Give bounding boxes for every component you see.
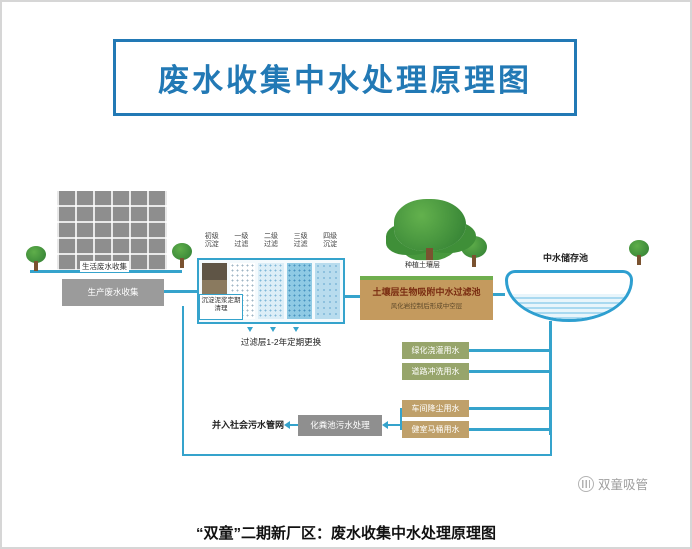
arrow-down-icon bbox=[293, 327, 299, 332]
tree-crown bbox=[629, 240, 649, 257]
arrow-down-icon bbox=[247, 327, 253, 332]
domestic-wastewater-label: 生活废水收集 bbox=[80, 261, 129, 272]
pipe bbox=[469, 370, 552, 373]
pipe bbox=[469, 349, 552, 352]
tree-crown bbox=[26, 246, 46, 263]
pipe bbox=[388, 424, 402, 426]
soil-pool-title: 土壤层生物吸附中水过滤池 bbox=[372, 287, 481, 297]
arrow-left-icon bbox=[284, 421, 290, 429]
soil-pool-subtitle: 风化岩控制后形成中空层 bbox=[390, 303, 463, 310]
tank-filter-3 bbox=[286, 263, 312, 319]
use-irrigation-box: 绿化浇灌用水 bbox=[402, 342, 469, 359]
pipe bbox=[182, 306, 184, 456]
pipe bbox=[469, 407, 552, 410]
image-caption: “双童”二期新厂区：废水收集中水处理原理图 bbox=[195, 525, 496, 542]
big-tree-icon bbox=[394, 199, 466, 251]
tree-trunk bbox=[34, 261, 38, 271]
tree-crown bbox=[172, 243, 192, 260]
tree-crown bbox=[461, 236, 487, 258]
production-wastewater-box: 生产废水收集 bbox=[62, 279, 164, 306]
pipe bbox=[164, 290, 197, 293]
tree-trunk bbox=[180, 258, 184, 268]
tank-labels-row: 初级沉淀 一级过滤 二级过滤 三级过滤 四级沉淀 bbox=[197, 233, 345, 249]
pipe bbox=[400, 408, 402, 430]
tank-final-sediment bbox=[314, 263, 341, 319]
water-surface bbox=[508, 293, 630, 319]
use-toilet-box: 健室马桶用水 bbox=[402, 421, 469, 438]
planting-soil-label: 种植土壤层 bbox=[404, 260, 441, 270]
tank-label: 四级沉淀 bbox=[323, 233, 338, 249]
filter-replacement-note: 过滤层1-2年定期更换 bbox=[240, 337, 322, 347]
pipe bbox=[469, 428, 552, 431]
factory-building bbox=[57, 191, 167, 271]
tank-label: 三级过滤 bbox=[293, 233, 308, 249]
pipe bbox=[345, 295, 360, 298]
tree-trunk bbox=[472, 255, 476, 267]
watermark: 双童吸管 bbox=[578, 474, 648, 493]
pipe bbox=[290, 424, 298, 426]
sludge-note: 沉淀泥浆定期清理 bbox=[199, 294, 243, 320]
straws-icon bbox=[582, 479, 590, 488]
tank-filter-2 bbox=[258, 263, 284, 319]
arrow-left-icon bbox=[382, 421, 388, 429]
brand-logo-icon bbox=[578, 475, 594, 492]
pipe bbox=[549, 321, 552, 435]
storage-pool-label: 中水储存池 bbox=[543, 253, 589, 263]
watermark-text: 双童吸管 bbox=[598, 478, 649, 492]
tree-trunk bbox=[637, 255, 641, 265]
title-box: 废水收集中水处理原理图 bbox=[113, 39, 577, 116]
big-tree-trunk bbox=[426, 248, 433, 265]
pipe bbox=[493, 293, 505, 296]
soil-filtration-pool: 土壤层生物吸附中水过滤池 风化岩控制后形成中空层 bbox=[360, 276, 493, 320]
sewer-network-label: 并入社会污水管网 bbox=[212, 420, 285, 430]
page-title: 废水收集中水处理原理图 bbox=[158, 63, 532, 98]
arrow-down-icon bbox=[270, 327, 276, 332]
tank-label: 一级过滤 bbox=[234, 233, 249, 249]
use-road-washing-box: 道路冲洗用水 bbox=[402, 363, 469, 380]
pipe bbox=[182, 454, 552, 456]
tank-label: 初级沉淀 bbox=[204, 233, 219, 249]
tank-filter-1 bbox=[230, 263, 256, 319]
reclaimed-water-storage-pool bbox=[505, 270, 633, 322]
use-workshop-dust-box: 车间降尘用水 bbox=[402, 400, 469, 417]
septic-treatment-box: 化粪池污水处理 bbox=[298, 415, 382, 436]
pipe bbox=[550, 435, 552, 456]
tank-label: 二级过滤 bbox=[263, 233, 278, 249]
